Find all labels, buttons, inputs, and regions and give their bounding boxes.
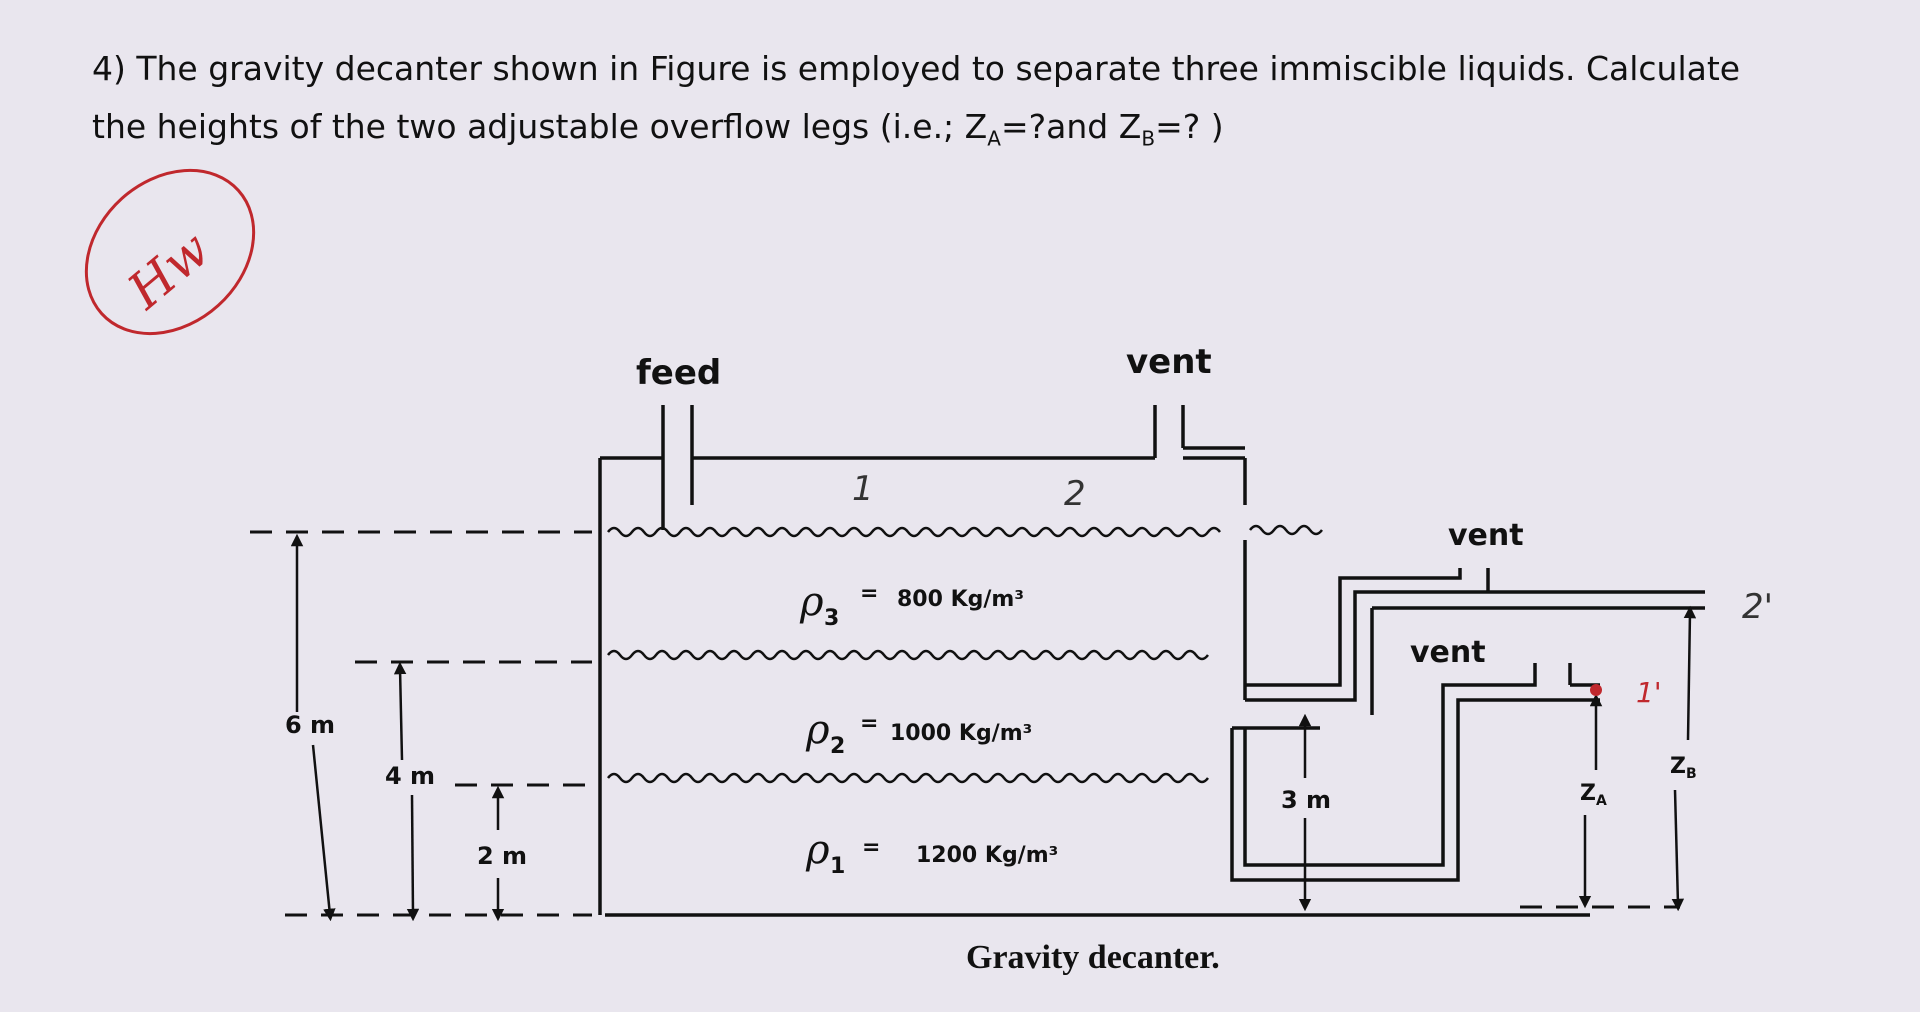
upper-overflow-pipe [1245,568,1705,715]
zb-label: Z B [1670,754,1697,782]
svg-text:1000 Kg/m³: 1000 Kg/m³ [890,721,1032,746]
layer-rho2: ρ 2 = 1000 Kg/m³ [805,707,1032,759]
liquid-interfaces [607,524,1323,784]
question-line-1: 4) The gravity decanter shown in Figure … [92,49,1741,88]
layer-rho1: ρ 1 = 1200 Kg/m³ [805,827,1058,879]
dim-4m-label: 4 m [385,762,435,790]
lower-overflow-pipe [1230,663,1600,882]
svg-text:ρ: ρ [799,579,824,625]
svg-text:ρ: ρ [805,707,830,753]
feed-label: feed [636,353,721,393]
question-text: 4) The gravity decanter shown in Figure … [92,40,1852,168]
hand-mark-2: 2 [1064,474,1086,514]
svg-text:=: = [860,581,878,606]
svg-text:=: = [860,711,878,736]
hand-mark-2-prime: 2' [1742,587,1773,627]
svg-text:=: = [862,835,880,860]
svg-text:1: 1 [830,854,845,879]
hw-stamp: Hw [84,168,256,336]
dimension-lines [290,533,1697,922]
svg-text:A: A [1596,793,1607,809]
svg-text:1200 Kg/m³: 1200 Kg/m³ [916,843,1058,868]
svg-text:B: B [1686,766,1697,782]
za-label: Z A [1580,781,1607,809]
dim-2m-label: 2 m [477,842,527,870]
svg-text:Z: Z [1670,754,1686,779]
hw-stamp-text: Hw [116,220,220,321]
svg-text:800 Kg/m³: 800 Kg/m³ [897,587,1024,612]
question-line-2: the heights of the two adjustable overfl… [92,107,1224,151]
svg-text:ρ: ρ [805,827,830,873]
vent-right-upper-label: vent [1448,518,1524,553]
svg-text:3: 3 [824,606,839,631]
layer-rho3: ρ 3 = 800 Kg/m³ [799,579,1024,631]
vent-top-label: vent [1126,342,1212,382]
svg-text:Z: Z [1580,781,1596,806]
dim-6m-label: 6 m [285,711,335,739]
dim-3m-label: 3 m [1281,786,1331,814]
hand-mark-1: 1 [852,469,874,509]
figure-caption: Gravity decanter. [966,939,1220,976]
point-1-dot [1590,684,1602,696]
hand-mark-1-prime: 1' [1636,676,1662,709]
svg-text:2: 2 [830,734,845,759]
tank-body [598,405,1590,917]
vent-right-lower-label: vent [1410,635,1486,670]
